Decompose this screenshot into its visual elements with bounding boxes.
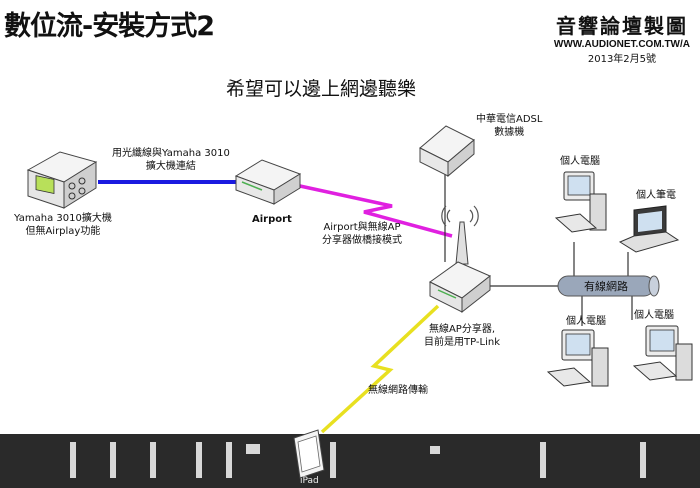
adsl-modem-label-line2: 數據機	[494, 127, 525, 138]
yamaha-amplifier-icon	[26, 151, 98, 209]
wireless-bolt-bridge	[299, 184, 453, 238]
brand-name: 音響論壇製圖	[555, 14, 688, 38]
bridge-mode-label-line2: 分享器做橋接模式	[322, 235, 402, 246]
bridge-mode-label-line1: Airport與無線AP	[323, 222, 401, 233]
wireless-transfer-label: 無線網路傳輸	[368, 385, 428, 396]
wired-network-pipe	[557, 275, 660, 297]
wireless-ap-router-icon	[429, 205, 491, 314]
bottom-band	[0, 434, 700, 488]
yamaha-amp-label-line2: 但無Airplay功能	[25, 226, 101, 237]
adsl-modem-label-line1: 中華電信ADSL	[476, 114, 543, 125]
wireless-bolt-ipad	[320, 304, 440, 434]
wired-network-label: 有線網路	[584, 280, 628, 293]
page-title: 數位流-安裝方式2	[4, 11, 215, 42]
brand-url: WWW.AUDIONET.COM.TW/A	[553, 39, 690, 50]
bottom-band-pattern	[70, 442, 646, 478]
optical-cable-label: 用光纖線與Yamaha 3010 擴大機連結	[112, 147, 230, 173]
wireless-ap-label: 無線AP分享器, 目前是用TP-Link	[424, 323, 500, 349]
diagram-subtitle: 希望可以邊上網邊聽樂	[226, 78, 417, 100]
pc-bottom-right-label: 個人電腦	[634, 310, 674, 321]
optical-cable-label-line1: 用光纖線與Yamaha 3010	[112, 148, 230, 159]
brand-block: 音響論壇製圖 WWW.AUDIONET.COM.TW/A 2013年2月5號	[554, 10, 690, 65]
pc-top-label: 個人電腦	[560, 156, 600, 167]
ipad-label: iPad	[300, 476, 319, 486]
laptop-icon	[618, 205, 680, 253]
pc-bottom-left-label: 個人電腦	[566, 316, 606, 327]
bridge-mode-label: Airport與無線AP 分享器做橋接模式	[322, 221, 402, 247]
pc-bottom-right-icon	[632, 325, 693, 381]
optical-cable-label-line2: 擴大機連結	[145, 161, 196, 172]
laptop-label: 個人筆電	[636, 190, 676, 201]
adsl-modem-label: 中華電信ADSL 數據機	[476, 113, 542, 139]
airport-icon	[234, 159, 302, 205]
ipad-icon	[293, 429, 325, 479]
yamaha-amp-label: Yamaha 3010擴大機 但無Airplay功能	[14, 212, 112, 238]
airport-label: Airport	[252, 214, 292, 225]
brand-date: 2013年2月5號	[587, 54, 657, 65]
wireless-ap-label-line1: 無線AP分享器,	[428, 324, 496, 335]
yamaha-amp-label-line1: Yamaha 3010擴大機	[14, 213, 112, 224]
pc-bottom-left-icon	[546, 329, 609, 387]
pc-top-icon	[554, 171, 607, 233]
wireless-ap-label-line2: 目前是用TP-Link	[424, 337, 501, 348]
network-wiring	[444, 172, 633, 326]
adsl-modem-icon	[419, 125, 475, 178]
